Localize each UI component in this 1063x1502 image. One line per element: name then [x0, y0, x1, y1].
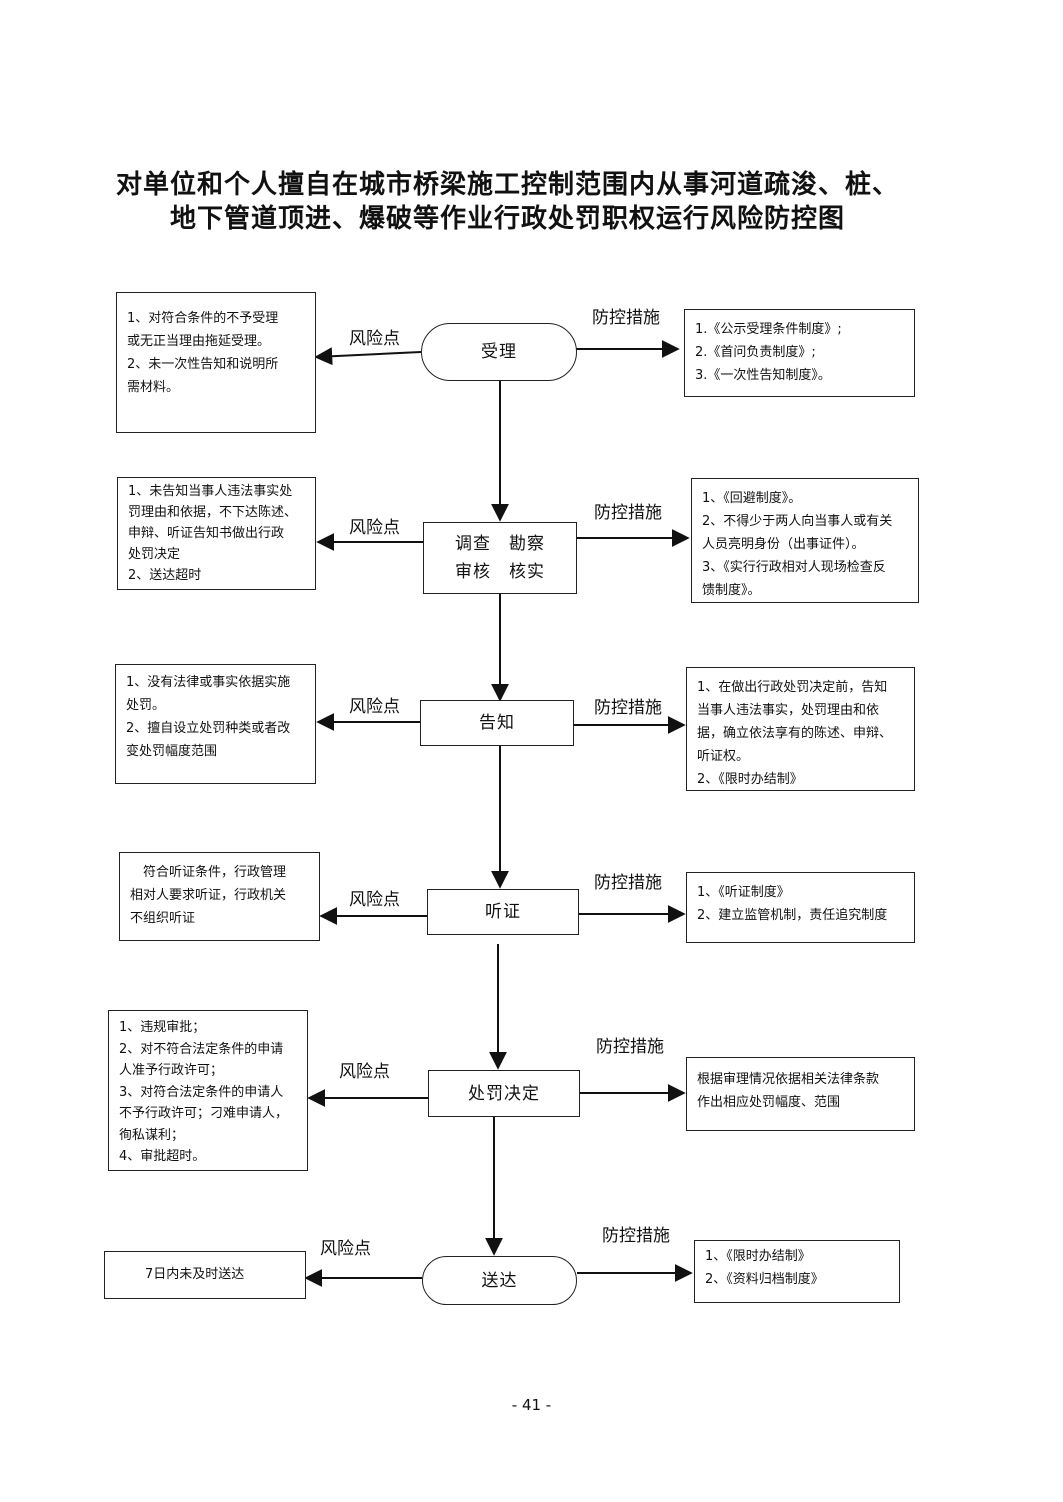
risk-label: 风险点	[349, 890, 400, 910]
risk-box-acceptance: 1、对符合条件的不予受理 或无正当理由拖延受理。 2、未一次性告知和说明所 需材…	[116, 292, 316, 433]
step-delivery: 送达	[422, 1256, 577, 1305]
page-number: - 41 -	[511, 1396, 552, 1414]
control-line: 当事人违法事实，处罚理由和依	[697, 703, 880, 718]
risk-line: 符合听证条件，行政管理	[130, 865, 287, 880]
control-line: 1.《公示受理条件制度》;	[695, 322, 842, 337]
risk-line: 1、对符合条件的不予受理	[127, 311, 279, 326]
risk-box-delivery: 7日内未及时送达	[104, 1251, 306, 1299]
control-line: 据，确立依法享有的陈述、申辩、	[697, 726, 893, 741]
control-line: 1、《听证制度》	[697, 885, 790, 900]
risk-box-notification: 1、没有法律或事实依据实施 处罚。 2、擅自设立处罚种类或者改 变处罚幅度范围	[115, 664, 316, 784]
control-label: 防控措施	[594, 503, 662, 523]
risk-line: 2、对不符合法定条件的申请	[119, 1041, 284, 1057]
step-label-line-2: 审核 核实	[455, 562, 545, 582]
risk-line: 2、送达超时	[128, 568, 202, 583]
risk-label: 风险点	[349, 518, 400, 538]
control-box-delivery: 1、《限时办结制》 2、《资料归档制度》	[694, 1240, 900, 1303]
control-label: 防控措施	[602, 1226, 670, 1246]
control-label: 防控措施	[596, 1037, 664, 1057]
control-line: 根据审理情况依据相关法律条款	[697, 1072, 880, 1087]
step-notification: 告知	[420, 700, 574, 746]
control-line: 1、《回避制度》。	[702, 491, 802, 506]
risk-line: 7日内未及时送达	[145, 1267, 245, 1282]
step-label: 听证	[485, 902, 521, 922]
control-box-investigation: 1、《回避制度》。 2、不得少于两人向当事人或有关 人员亮明身份（出事证件）。 …	[691, 478, 919, 603]
control-line: 2.《首问负责制度》;	[695, 345, 816, 360]
title-line-1: 对单位和个人擅自在城市桥梁施工控制范围内从事河道疏浚、桩、	[115, 170, 899, 200]
control-box-penalty-decision: 根据审理情况依据相关法律条款 作出相应处罚幅度、范围	[686, 1057, 915, 1131]
title-line-2: 地下管道顶进、爆破等作业行政处罚职权运行风险防控图	[169, 204, 845, 234]
risk-box-investigation: 1、未告知当事人违法事实处 罚理由和依据，不下达陈述、 申辩、听证告知书做出行政…	[117, 477, 316, 590]
risk-line: 申辩、听证告知书做出行政	[128, 526, 285, 541]
control-line: 2、建立监管机制，责任追究制度	[697, 908, 888, 923]
step-hearing: 听证	[427, 889, 579, 935]
risk-box-hearing: 符合听证条件，行政管理 相对人要求听证，行政机关 不组织听证	[119, 852, 320, 941]
control-line: 作出相应处罚幅度、范围	[697, 1095, 841, 1110]
control-line: 2、《资料归档制度》	[705, 1272, 824, 1287]
step-label: 处罚决定	[468, 1083, 540, 1104]
control-label: 防控措施	[594, 873, 662, 893]
step-investigation: 调查 勘察 审核 核实	[423, 522, 577, 594]
risk-label: 风险点	[339, 1062, 390, 1082]
risk-line: 处罚决定	[128, 547, 181, 562]
risk-line: 罚理由和依据，不下达陈述、	[128, 505, 298, 520]
step-acceptance: 受理	[421, 323, 577, 381]
control-line: 2、不得少于两人向当事人或有关	[702, 514, 893, 529]
risk-line: 变处罚幅度范围	[126, 744, 218, 759]
risk-label: 风险点	[349, 329, 400, 349]
control-line: 馈制度》。	[702, 583, 761, 598]
step-label: 告知	[479, 713, 515, 733]
risk-label: 风险点	[349, 697, 400, 717]
risk-label: 风险点	[320, 1239, 371, 1259]
risk-line: 或无正当理由拖延受理。	[127, 334, 271, 349]
risk-box-penalty-decision: 1、违规审批； 2、对不符合法定条件的申请 人准予行政许可； 3、对符合法定条件…	[108, 1010, 308, 1171]
control-line: 人员亮明身份（出事证件）。	[702, 537, 865, 552]
risk-line: 不组织听证	[130, 911, 196, 926]
risk-line: 4、审批超时。	[119, 1149, 206, 1164]
control-line: 1、在做出行政处罚决定前，告知	[697, 680, 888, 695]
control-box-acceptance: 1.《公示受理条件制度》; 2.《首问负责制度》; 3.《一次性告知制度》。	[684, 309, 915, 397]
control-line: 3、《实行行政相对人现场检查反	[702, 560, 886, 575]
control-line: 3.《一次性告知制度》。	[695, 368, 831, 383]
step-label: 送达	[481, 1270, 518, 1291]
control-box-hearing: 1、《听证制度》 2、建立监管机制，责任追究制度	[686, 872, 915, 943]
control-box-notification: 1、在做出行政处罚决定前，告知 当事人违法事实，处罚理由和依 据，确立依法享有的…	[686, 667, 915, 791]
risk-arrow-1	[314, 347, 422, 366]
step-label-line-1: 调查 勘察	[455, 534, 545, 554]
control-line: 听证权。	[697, 749, 750, 764]
risk-line: 处罚。	[126, 698, 166, 713]
risk-line: 不予行政许可；刁难申请人，	[119, 1106, 289, 1121]
risk-line: 相对人要求听证，行政机关	[130, 888, 287, 903]
risk-line: 徇私谋利；	[119, 1127, 185, 1143]
risk-line: 需材料。	[127, 380, 180, 395]
risk-line: 人准予行政许可；	[119, 1063, 224, 1078]
risk-line: 3、对符合法定条件的申请人	[119, 1084, 284, 1100]
risk-line: 1、没有法律或事实依据实施	[126, 675, 291, 690]
control-line: 1、《限时办结制》	[705, 1249, 811, 1264]
risk-line: 2、擅自设立处罚种类或者改	[126, 721, 291, 736]
control-label: 防控措施	[594, 698, 662, 718]
risk-line: 2、未一次性告知和说明所	[127, 357, 279, 372]
step-penalty-decision: 处罚决定	[428, 1070, 580, 1117]
control-label: 防控措施	[592, 308, 660, 328]
control-line: 2、《限时办结制》	[697, 772, 803, 787]
risk-line: 1、未告知当事人违法事实处	[128, 484, 293, 499]
step-label: 受理	[481, 342, 517, 362]
risk-line: 1、违规审批；	[119, 1020, 206, 1035]
